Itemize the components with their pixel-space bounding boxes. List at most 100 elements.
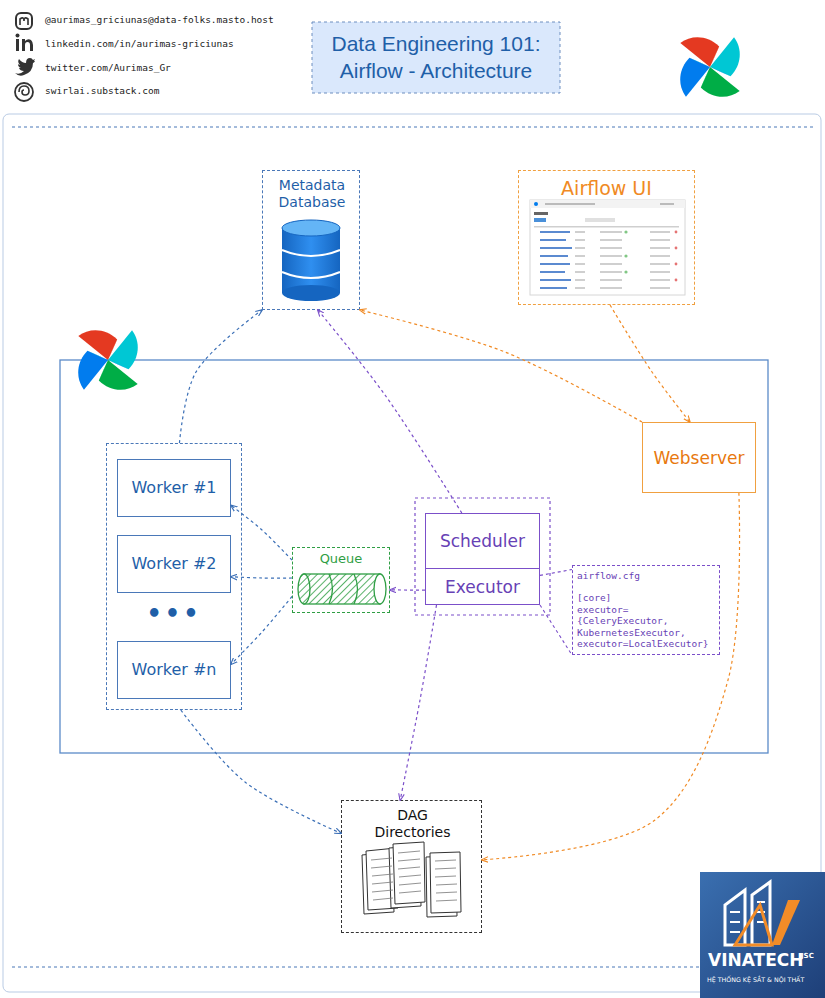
airflow-logo	[668, 25, 751, 108]
ui-screenshot	[624, 270, 627, 273]
social-icons	[22, 39, 33, 51]
separator-line	[12, 966, 700, 967]
ui-screenshot	[545, 203, 595, 205]
social-icons	[15, 13, 35, 101]
node-text: Executor	[426, 576, 539, 596]
airflow-logo	[66, 318, 149, 401]
node-text-group: Airflow UI	[519, 177, 694, 200]
document-stack	[430, 852, 461, 913]
dashed-connector	[390, 589, 425, 590]
executor-box: Executor	[425, 568, 540, 605]
ui-screenshot	[624, 230, 627, 273]
document-stack	[398, 867, 420, 869]
ui-screenshot	[540, 239, 566, 241]
database-cylinder	[282, 285, 340, 301]
worker-group: •••Worker #1Worker #2Worker #n	[106, 443, 242, 710]
dashed-connector	[231, 505, 292, 560]
database-cylinder	[282, 272, 340, 278]
node-text: •••	[107, 600, 241, 629]
document-stack	[371, 851, 457, 901]
social-handle: twitter.com/Aurimas_Gr	[45, 62, 171, 73]
dashed-connector	[179, 310, 262, 443]
document-stack	[435, 860, 456, 861]
ui-screenshot	[575, 231, 585, 233]
node-text: [core]	[577, 592, 715, 603]
document-stack	[362, 842, 461, 917]
document-stack	[372, 882, 393, 884]
node-text: Airflow UI	[519, 177, 694, 200]
callout-line	[540, 605, 572, 655]
social-icons	[15, 83, 33, 101]
document-stack	[399, 891, 421, 893]
dashed-connector	[400, 605, 436, 800]
ui-screenshot	[530, 200, 685, 295]
social-icons	[19, 86, 29, 95]
title-box	[312, 22, 560, 93]
ui-screenshot	[675, 247, 678, 250]
watermark-text: VINATECH	[708, 950, 803, 970]
ui-screenshot	[650, 255, 670, 257]
document-stack	[436, 884, 457, 885]
queue-cylinder	[354, 574, 358, 604]
watermark-logo	[735, 905, 772, 945]
document-stack	[435, 876, 456, 877]
document-stack	[393, 842, 425, 904]
queue-cylinder	[374, 574, 386, 604]
ui-screenshot	[675, 279, 678, 282]
queue-cylinder	[304, 574, 380, 604]
queue-cylinder	[329, 574, 333, 604]
node-text-group: Webserver	[643, 447, 755, 467]
ui-screenshot	[675, 263, 678, 266]
dashed-connector	[360, 310, 642, 422]
ui-screenshot	[600, 287, 622, 289]
worker-box: Worker #2	[117, 535, 231, 593]
document-stack	[371, 858, 392, 860]
ui-screenshot	[650, 279, 670, 281]
ui-screenshot	[650, 247, 670, 249]
node-text-group: Queue	[293, 551, 389, 567]
document-stack	[371, 866, 392, 868]
scheduler-group-frame	[415, 498, 550, 615]
document-stack	[436, 900, 457, 901]
watermark-logo	[700, 872, 825, 998]
database-cylinder	[282, 220, 340, 236]
social-handle: @aurimas_griciunas@data-folks.masto.host	[45, 14, 274, 25]
watermark-text: HỆ THỐNG KỆ SẮT & NỘI THẤT	[707, 976, 804, 983]
airflow-cluster-frame	[60, 360, 768, 753]
social-icons	[16, 13, 32, 29]
ui-screenshot	[585, 218, 615, 222]
node-text: Worker #1	[118, 478, 230, 497]
ui-screenshot	[534, 226, 679, 289]
ui-screenshot	[575, 247, 585, 249]
social-icons	[20, 18, 28, 25]
dashed-connector	[181, 710, 341, 833]
ui-screenshot	[675, 231, 678, 234]
ui-screenshot	[600, 271, 622, 273]
ui-screenshot	[540, 279, 571, 281]
ui-screenshot	[600, 255, 622, 257]
dashed-connector	[318, 310, 462, 513]
document-stack	[398, 859, 420, 861]
ui-screenshot	[540, 255, 568, 257]
ui-screenshot	[600, 231, 622, 233]
node-text-group: DAG Directories	[363, 807, 463, 841]
ui-screenshot	[534, 226, 679, 228]
dag-directories-box: DAG Directories	[341, 800, 482, 933]
worker-box: Worker #1	[117, 459, 231, 517]
node-text-group: airflow.cfg[core]executor={CeleryExecuto…	[573, 570, 719, 649]
dashed-connector	[231, 577, 292, 578]
dashed-connector	[231, 597, 292, 665]
node-text: DAG Directories	[363, 807, 463, 841]
document-stack	[372, 890, 393, 892]
social-handle: linkedin.com/in/aurimas-griciunas	[45, 38, 234, 49]
ui-screenshot	[530, 200, 685, 208]
ui-screenshot	[600, 247, 622, 249]
node-text-group: •••	[107, 600, 241, 629]
node-text: Webserver	[643, 447, 755, 467]
ui-screenshot	[540, 231, 570, 233]
ui-screenshot	[675, 231, 678, 282]
database-cylinder	[282, 220, 340, 301]
separator-line	[12, 126, 815, 127]
ui-screenshot	[575, 239, 585, 241]
